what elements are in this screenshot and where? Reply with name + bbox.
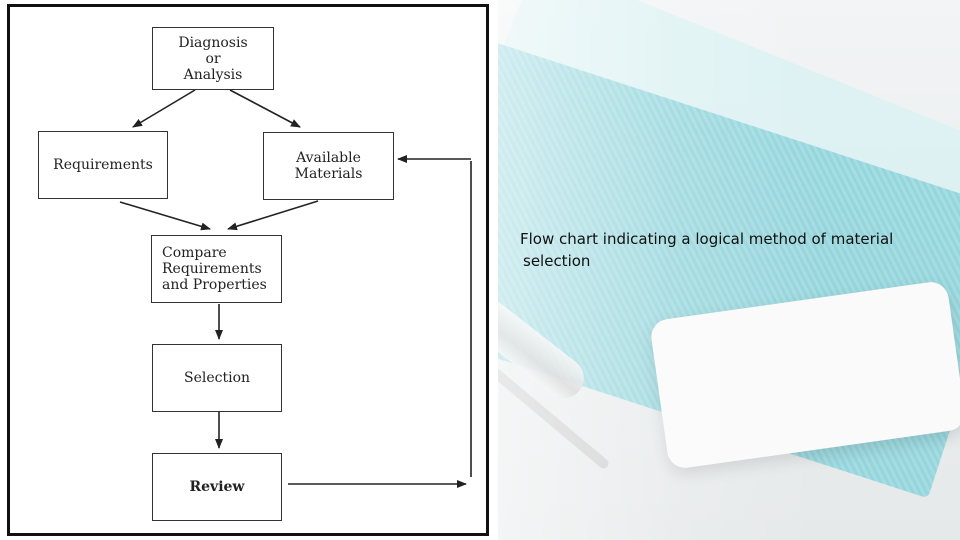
- caption: Flow chart indicating a logical method o…: [520, 228, 900, 272]
- node-review-label: Review: [189, 479, 245, 495]
- node-compare: Compare Requirements and Properties: [151, 235, 282, 303]
- node-requirements: Requirements: [38, 131, 168, 199]
- node-diagnosis-label: Diagnosis or Analysis: [178, 34, 248, 83]
- node-requirements-label: Requirements: [53, 157, 153, 173]
- flowchart-connectors: [119, 89, 472, 488]
- arrow-requirements-compare: [119, 201, 211, 231]
- caption-line-2: selection: [523, 252, 591, 270]
- photo-fade-overlay: [498, 0, 960, 540]
- node-compare-label: Compare Requirements and Properties: [162, 245, 267, 293]
- arrow-diagnosis-requirements: [132, 89, 196, 128]
- caption-line-1: Flow chart indicating a logical method o…: [520, 230, 894, 248]
- node-selection: Selection: [152, 344, 282, 412]
- node-available-materials: Available Materials: [263, 132, 394, 200]
- arrow-materials-compare: [227, 200, 319, 231]
- node-available-materials-label: Available Materials: [294, 150, 363, 182]
- node-review: Review: [152, 453, 282, 521]
- background-photo: [498, 0, 960, 540]
- arrow-diagnosis-materials: [229, 89, 301, 128]
- flowchart-panel: Diagnosis or Analysis Requirements Avail…: [7, 4, 489, 536]
- node-selection-label: Selection: [183, 370, 251, 386]
- node-diagnosis: Diagnosis or Analysis: [152, 27, 274, 90]
